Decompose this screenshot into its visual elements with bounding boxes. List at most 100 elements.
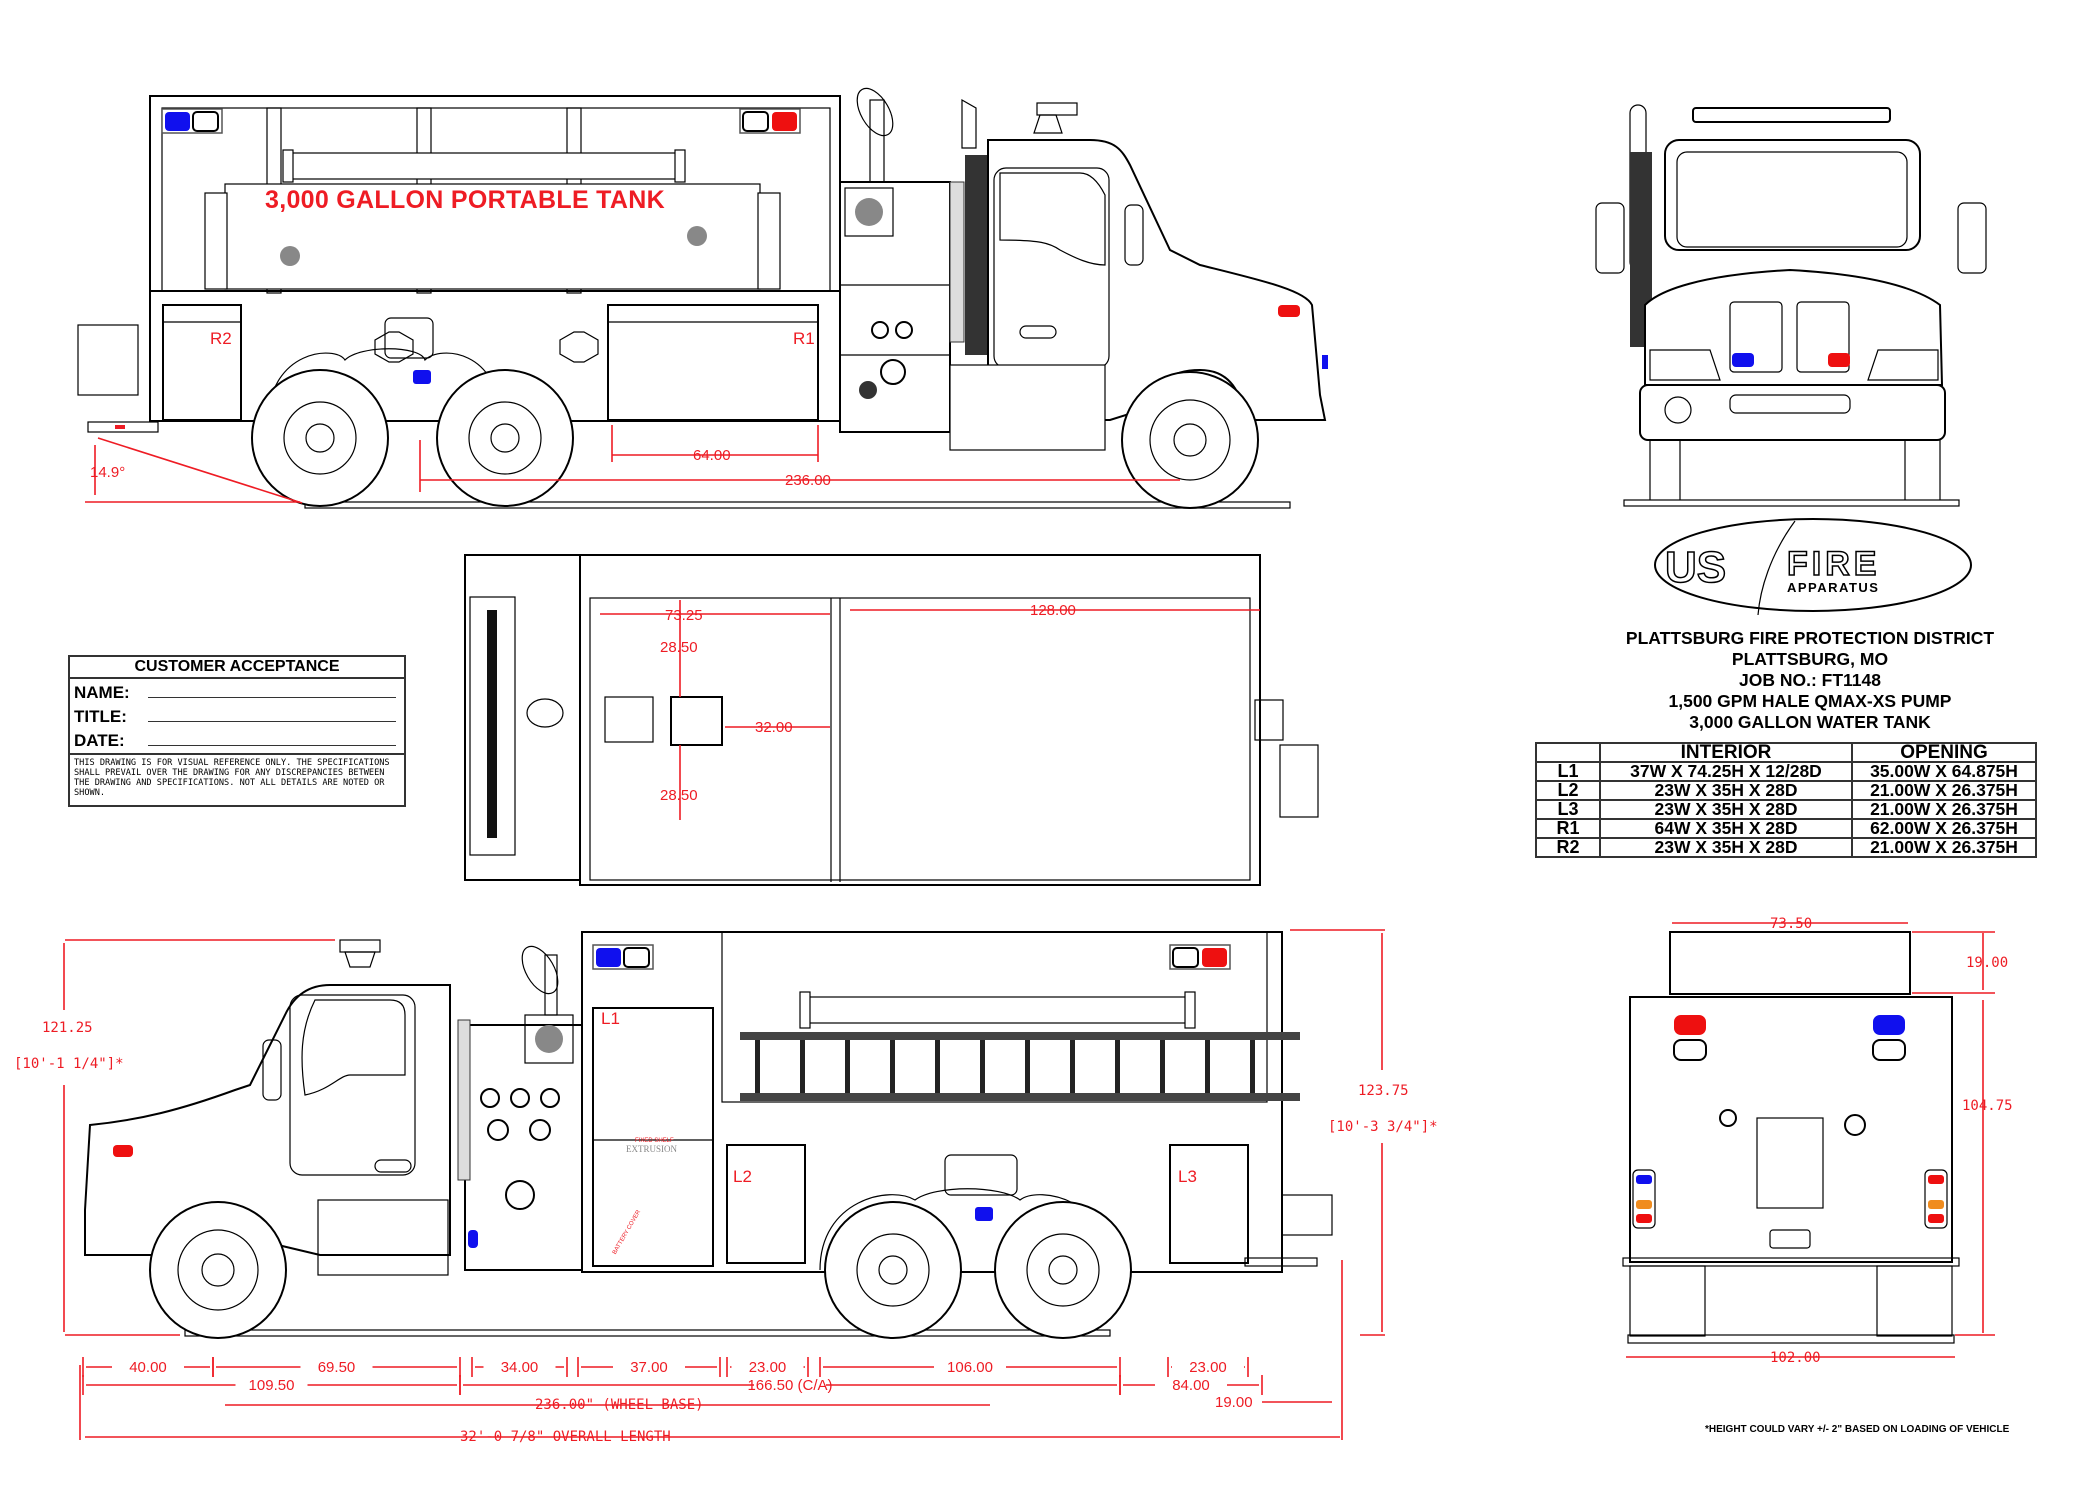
rear-wheel-2	[436, 369, 574, 507]
compartment-label-l2: L2	[733, 1167, 752, 1186]
title-block: PLATTSBURG FIRE PROTECTION DISTRICT PLAT…	[1560, 628, 2060, 733]
r1-width-label: 64.00	[693, 447, 731, 464]
battery-cover-label: BATTERY COVER	[612, 1209, 643, 1256]
tank-spec: 3,000 GALLON WATER TANK	[1689, 712, 1931, 732]
front-wheel	[1121, 371, 1259, 509]
dimension-label: 109.50	[249, 1377, 295, 1394]
label-mask	[483, 1359, 556, 1375]
label-mask	[1155, 1377, 1227, 1393]
signature-line[interactable]	[148, 721, 396, 722]
label-mask	[300, 1359, 373, 1375]
compartment-label-l1: L1	[601, 1009, 620, 1028]
windshield	[1676, 151, 1908, 248]
cab-window	[301, 999, 406, 1096]
signature-line[interactable]	[148, 745, 396, 746]
front-wheel	[149, 1201, 287, 1339]
ladder-rung	[1205, 1040, 1210, 1093]
compartment-label-l3: L3	[1178, 1167, 1197, 1186]
side-mirror	[1124, 204, 1144, 266]
dimension-label: 23.00	[749, 1359, 787, 1376]
name-field[interactable]: NAME:	[70, 679, 404, 703]
cell-opening: 62.00W X 26.375H	[1851, 818, 2037, 839]
blue-panel-light	[468, 1230, 478, 1248]
rear-wheel-2	[994, 1201, 1132, 1339]
side-mirror	[262, 1039, 282, 1101]
title-field[interactable]: TITLE:	[70, 703, 404, 727]
logo-fire: FIRE	[1787, 545, 1880, 583]
red-marker-light	[1278, 305, 1300, 317]
deck-gun	[521, 945, 559, 995]
ladder-rung	[845, 1040, 850, 1093]
cell-id: R2	[1535, 837, 1601, 858]
label-mask	[934, 1359, 1006, 1375]
white-light	[192, 111, 219, 132]
date-field[interactable]: DATE:	[70, 727, 404, 751]
red-warning-light	[1202, 948, 1227, 967]
cell-id: L1	[1535, 761, 1601, 782]
label-mask	[1172, 1359, 1244, 1375]
customer-acceptance-box: CUSTOMER ACCEPTANCE NAME: TITLE: DATE: T…	[68, 655, 406, 807]
rear-overall-width: 102.00	[1770, 1350, 1821, 1366]
diamond-plate-strip	[949, 181, 965, 343]
upper-body	[721, 931, 1268, 1103]
dim-32: 32.00	[755, 719, 793, 736]
dim-73-25: 73.25	[665, 607, 703, 624]
label-mask	[235, 1377, 308, 1393]
blue-warning-light	[165, 112, 190, 131]
deck-gun-top	[526, 698, 564, 728]
customer-location: PLATTSBURG, MO	[1731, 649, 1889, 669]
battery-box	[317, 1199, 449, 1276]
exhaust-shield	[965, 155, 989, 355]
headlight	[1649, 349, 1721, 381]
ladder-rung	[1160, 1040, 1165, 1093]
table-header: OPENING	[1851, 742, 2037, 763]
label-mask	[613, 1359, 685, 1375]
rear-body	[1629, 996, 1953, 1263]
ladder-rung	[800, 1040, 805, 1093]
hard-suction-tube	[289, 152, 681, 180]
customer-name: PLATTSBURG FIRE PROTECTION DISTRICT	[1625, 628, 1995, 648]
cell-opening: 35.00W X 64.875H	[1851, 761, 2037, 782]
departure-angle-line	[97, 437, 303, 504]
cab	[84, 984, 451, 1256]
cell-interior: 64W X 35H X 28D	[1599, 818, 1853, 839]
height-rear-ft: [10'-3 3/4"]*	[1328, 1119, 1438, 1135]
label-mask	[112, 1359, 184, 1375]
wheelbase-label: 236.00	[785, 472, 831, 489]
top-view: 73.25 128.00 28.50 32.00 28.50	[464, 554, 1319, 886]
ladder-rung	[755, 1040, 760, 1093]
front-view	[1595, 104, 1987, 507]
blue-warning-light	[1873, 1015, 1905, 1035]
vent-grille	[687, 226, 707, 246]
signature-line[interactable]	[148, 697, 396, 698]
rear-reel-top	[1254, 699, 1284, 741]
hard-suction-tube	[804, 996, 1191, 1024]
pump-spec: 1,500 GPM HALE QMAX-XS PUMP	[1668, 691, 1952, 711]
rear-upper-box	[1669, 931, 1911, 995]
headlight	[1867, 349, 1939, 381]
cell-interior: 37W X 74.25H X 12/28D	[1599, 761, 1853, 782]
customer-acceptance-title: CUSTOMER ACCEPTANCE	[70, 657, 404, 679]
compartment-label-r2: R2	[210, 329, 232, 348]
ladder-rung	[980, 1040, 985, 1093]
dimension-label: 40.00	[129, 1359, 167, 1376]
disclaimer-note: THIS DRAWING IS FOR VISUAL REFERENCE ONL…	[70, 753, 404, 801]
overall-length-label: 32'-0 7/8" OVERALL LENGTH	[460, 1429, 671, 1445]
windshield-frame	[1664, 139, 1921, 251]
ladder-rung	[1115, 1040, 1120, 1093]
cell-opening: 21.00W X 26.375H	[1851, 799, 2037, 820]
left-side-view: L1 L2 L3 FIXED SHELF EXTRUSION BATTERY C…	[14, 929, 1438, 1445]
table-header-row: INTERIOR OPENING	[1535, 742, 2037, 763]
table-header: INTERIOR	[1599, 742, 1853, 763]
rear-intake	[1756, 1117, 1824, 1209]
field-label: NAME:	[74, 683, 130, 702]
dimension-label: 166.50 (C/A)	[747, 1377, 832, 1394]
ladder-rung	[935, 1040, 940, 1093]
pump-panel	[839, 181, 951, 433]
